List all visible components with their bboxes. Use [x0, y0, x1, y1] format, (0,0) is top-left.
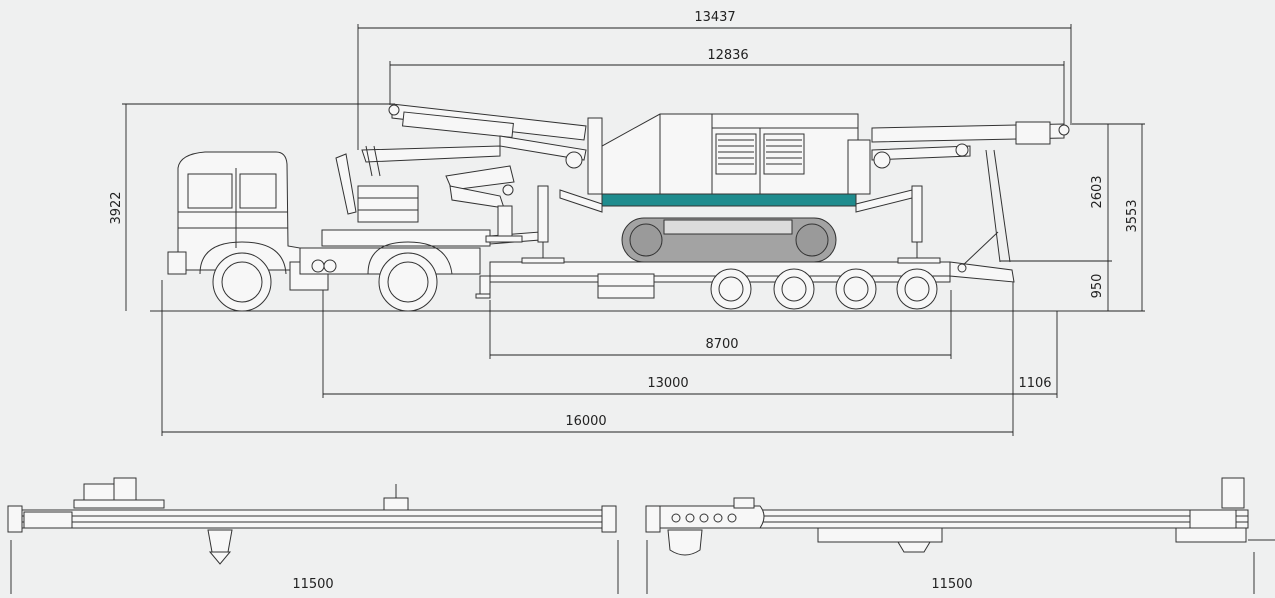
- dim-1106-label: 1106: [1018, 376, 1051, 391]
- tractor-unit: [167, 145, 541, 312]
- dim-11500-left-label: 11500: [292, 577, 333, 592]
- dim-3553-label: 3553: [1125, 199, 1140, 232]
- dimension-overall-top: 13437: [357, 10, 1072, 150]
- trailer-wheels: [710, 268, 938, 310]
- mast-left-view: 11500: [7, 477, 619, 594]
- dim-16000-label: 16000: [565, 414, 606, 429]
- drilling-rig: [388, 103, 1070, 264]
- dim-12836-label: 12836: [707, 48, 748, 63]
- dimension-8700: 8700: [489, 290, 952, 359]
- dim-13000-label: 13000: [647, 376, 688, 391]
- low-loader-trailer: [475, 149, 1015, 310]
- dimension-left-height: 3922: [109, 103, 395, 311]
- dim-8700-label: 8700: [705, 337, 738, 352]
- dim-2603-label: 2603: [1090, 175, 1105, 208]
- dimension-inner-top: 12836: [389, 48, 1065, 125]
- dimension-right-heights: 2603 3553 950: [1000, 123, 1145, 312]
- engine-vents: [715, 133, 805, 175]
- dim-13437-label: 13437: [694, 10, 735, 25]
- teal-frame: [601, 193, 857, 207]
- dimension-16000: 16000: [161, 280, 1014, 436]
- mast-right-view: 11500: [645, 477, 1275, 594]
- dim-950-label: 950: [1090, 274, 1105, 299]
- dimension-13000: 13000 1106: [322, 280, 1058, 398]
- dim-11500-right-label: 11500: [931, 577, 972, 592]
- dim-3922-label: 3922: [109, 191, 124, 224]
